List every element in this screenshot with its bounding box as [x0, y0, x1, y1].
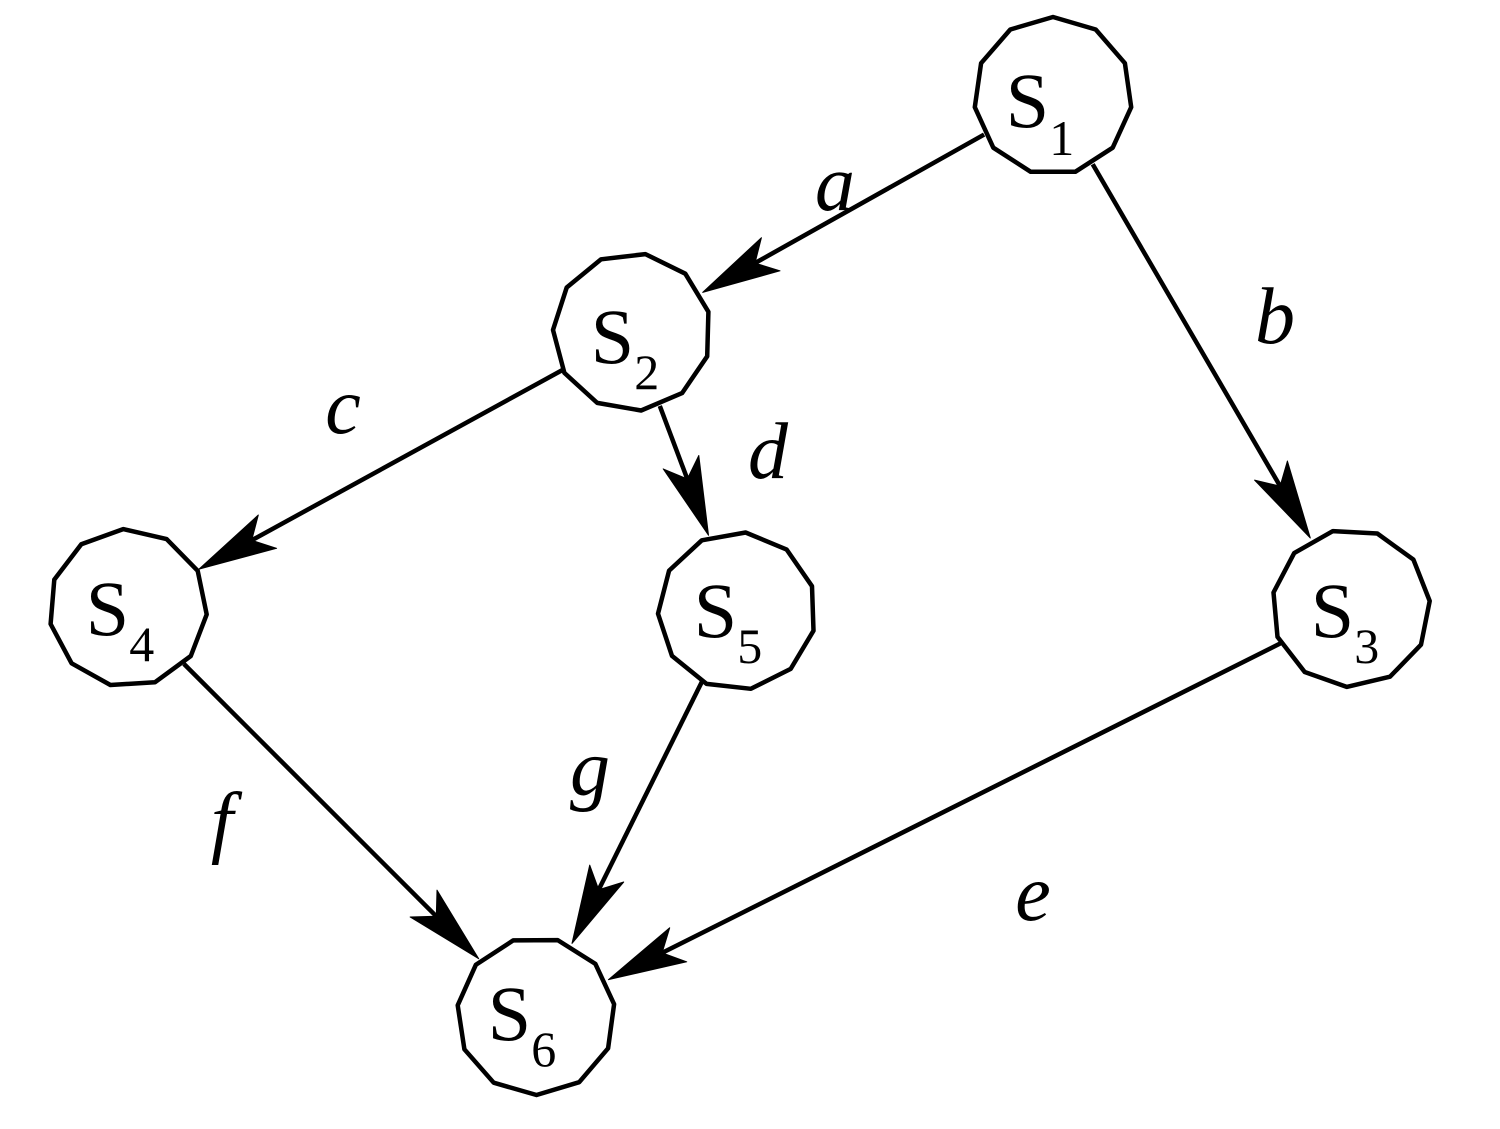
edge-s1-s2: a	[702, 132, 986, 293]
node-label: S1	[1006, 57, 1074, 166]
arrowhead	[702, 237, 781, 293]
node-s6: S6	[455, 937, 617, 1098]
edge-label-d: d	[748, 408, 789, 496]
edge-label-e: e	[1015, 850, 1051, 938]
node-s3: S3	[1271, 528, 1432, 690]
edge-s2-s4: c	[198, 363, 564, 570]
edges-layer: a b c d e f g	[182, 132, 1311, 981]
nodes-layer: S1 S2 S3 S4 S5	[48, 14, 1432, 1098]
edge-label-c: c	[325, 363, 361, 451]
node-shape	[550, 251, 711, 413]
node-label: S3	[1311, 567, 1379, 674]
edge-label-g: g	[570, 725, 610, 813]
node-shape	[1271, 528, 1432, 690]
node-label: S2	[591, 293, 659, 400]
node-shape	[455, 937, 617, 1098]
arrowhead	[198, 514, 278, 570]
edge-s5-s6: g	[570, 680, 704, 944]
arrowhead	[409, 889, 480, 960]
edge-label-b: b	[1255, 273, 1295, 361]
arrowhead	[1254, 460, 1311, 539]
node-s4: S4	[48, 526, 209, 688]
node-shape	[48, 526, 209, 688]
arrowhead	[607, 927, 688, 981]
node-s5: S5	[655, 530, 816, 692]
edge-s2-s5: d	[657, 405, 789, 536]
node-shape	[972, 14, 1134, 175]
arrowhead	[571, 864, 625, 944]
edge-s3-s6: e	[607, 641, 1282, 981]
edge-label-f: f	[211, 778, 243, 866]
arrowhead	[662, 455, 709, 536]
edge-s1-s3: b	[1090, 163, 1311, 539]
edge-label-a: a	[815, 140, 855, 228]
node-shape	[655, 530, 816, 692]
node-s2: S2	[550, 251, 711, 413]
edge-s4-s6: f	[182, 662, 480, 960]
node-s1: S1	[972, 14, 1134, 175]
node-label: S6	[488, 970, 556, 1077]
node-label: S4	[86, 565, 154, 672]
node-label: S5	[694, 567, 762, 674]
